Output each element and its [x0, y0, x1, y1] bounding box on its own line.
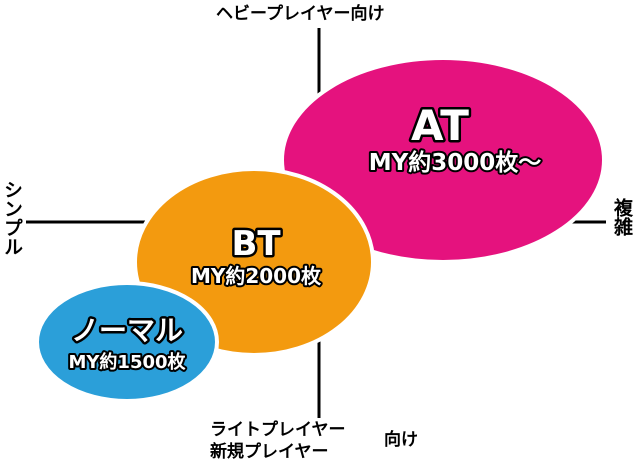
- bubble-at-subtitle: MY約3000枚〜: [369, 149, 542, 176]
- axis-label-left: シンプル: [1, 180, 23, 256]
- bubble-bt-title: BT: [231, 224, 281, 264]
- axis-label-bottom-line2: 新規プレイヤー: [210, 442, 329, 462]
- axis-label-top: ヘビープレイヤー向け: [216, 4, 385, 24]
- bubble-normal-title: ノーマル: [71, 314, 183, 347]
- bubble-bt-subtitle: MY約2000枚: [191, 264, 322, 288]
- axis-label-bottom-suffix: 向け: [384, 430, 418, 450]
- axis-label-right: 複雑: [611, 198, 633, 236]
- bubble-at-title: AT: [411, 101, 469, 150]
- bubble-normal: ノーマル MY約1500枚: [35, 281, 219, 403]
- bubble-normal-shape: [35, 281, 219, 403]
- axis-label-bottom-line1: ライトプレイヤー: [210, 420, 346, 440]
- bubble-at-shape: [280, 56, 606, 264]
- bubble-normal-subtitle: MY約1500枚: [68, 351, 186, 373]
- bubble-at: AT MY約3000枚〜: [280, 56, 606, 264]
